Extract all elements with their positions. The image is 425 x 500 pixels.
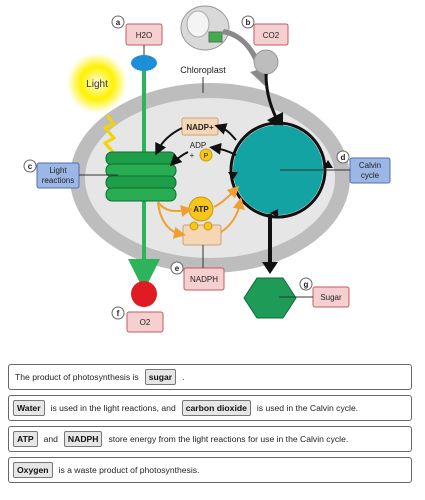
light-reactions-label-line2: reactions [42,176,74,185]
co2-label-box[interactable] [253,23,289,46]
zoom-arrow [221,29,270,86]
sentence-2-text-1: is used in the light reactions, and [50,403,176,413]
nadph-box [182,224,222,246]
letter-g-circle [299,277,313,291]
sentence-4: Oxygen is a waste product of photosynthe… [8,457,412,483]
sugar-hexagon [243,277,297,319]
sentence-1-text-2: . [182,372,185,382]
calvin-cycle-label-line2: cycle [361,171,380,180]
answer-chip-carbon-dioxide[interactable]: carbon dioxide [181,400,251,416]
adp-to-thylakoid-arrow [169,151,189,167]
atp-to-calvin-arrow [213,185,240,208]
sentence-3: ATP and NADPH store energy from the ligh… [8,426,412,452]
sentence-3-text-1: and [43,434,58,444]
calvin-arrowhead-bottom [270,209,278,217]
letter-b-circle [241,15,255,29]
letter-g: g [304,280,309,289]
co2-label: CO2 [263,31,280,40]
answer-chip-nadph[interactable]: NADPH [63,431,103,447]
calvin-arrowhead-left [228,172,238,180]
phosphate-circle [199,148,213,162]
sentence-1-text-1: The product of photosynthesis is [15,372,139,382]
electron-1 [189,221,199,231]
nadp-to-thylakoid-arrow [155,127,183,156]
water-drop [131,55,157,71]
sentence-2-text-2: is used in the Calvin cycle. [256,403,359,413]
atp-arrow [157,201,193,217]
nadph-to-calvin-arrow [220,197,245,233]
co2-arrow [264,73,284,133]
letter-f-circle [111,306,125,320]
adp-return-arrow [209,142,237,156]
sentence-2: Water is used in the light reactions, an… [8,395,412,421]
photosynthesis-diagram: Light NADP+ ADP + P ATP Chloroplast [23,5,391,333]
answer-chip-sugar[interactable]: sugar [144,369,177,385]
adp-plus: + [190,151,195,160]
calvin-arrowhead-right [323,160,333,168]
o2-label: O2 [140,318,151,327]
sentence-3-text-2: store energy from the light reactions fo… [108,434,349,444]
nadp-label: NADP+ [186,123,214,132]
calvin-cycle-circle [233,125,323,215]
letter-b: b [246,18,251,27]
nadph-arrow [157,201,186,239]
light-label: Light [86,79,108,90]
electron-2 [203,221,213,231]
atp-label: ATP [193,205,209,214]
answer-chip-atp[interactable]: ATP [13,431,38,447]
answer-chip-water[interactable]: Water [13,400,45,416]
light-zigzag [102,114,117,153]
nadph-label: NADPH [190,275,218,284]
answer-chip-oxygen[interactable]: Oxygen [13,462,53,478]
calvin-cycle-label-line1: Calvin [359,161,381,170]
h2o-label: H2O [136,31,152,40]
sugar-arrowhead [262,262,278,274]
chloroplast-label: Chloroplast [180,65,226,75]
sentence-1: The product of photosynthesis is sugar . [8,364,412,390]
phosphate-label: P [204,153,209,160]
thylakoid-stack [105,151,177,202]
co2-ball [253,49,279,75]
letter-d-circle [336,150,350,164]
letter-a-circle [111,15,125,29]
sugar-label: Sugar [320,293,342,302]
letter-e: e [175,264,180,273]
letter-d: d [341,153,346,162]
letter-f: f [117,309,120,318]
o2-label-box[interactable] [126,311,164,333]
nadph-label-box[interactable] [183,267,225,291]
adp-label: ADP [190,141,206,150]
leaf-cell-thumbnail [180,5,230,51]
nadp-return-arrow [214,123,237,141]
light-reactions-label-line1: Light [49,166,67,175]
oxygen-ball [131,281,157,307]
sentence-4-text-1: is a waste product of photosynthesis. [58,465,200,475]
sunlight [67,53,127,113]
letter-a: a [116,18,121,27]
letter-e-circle [170,261,184,275]
letter-c: c [28,162,33,171]
letter-c-circle [23,159,37,173]
